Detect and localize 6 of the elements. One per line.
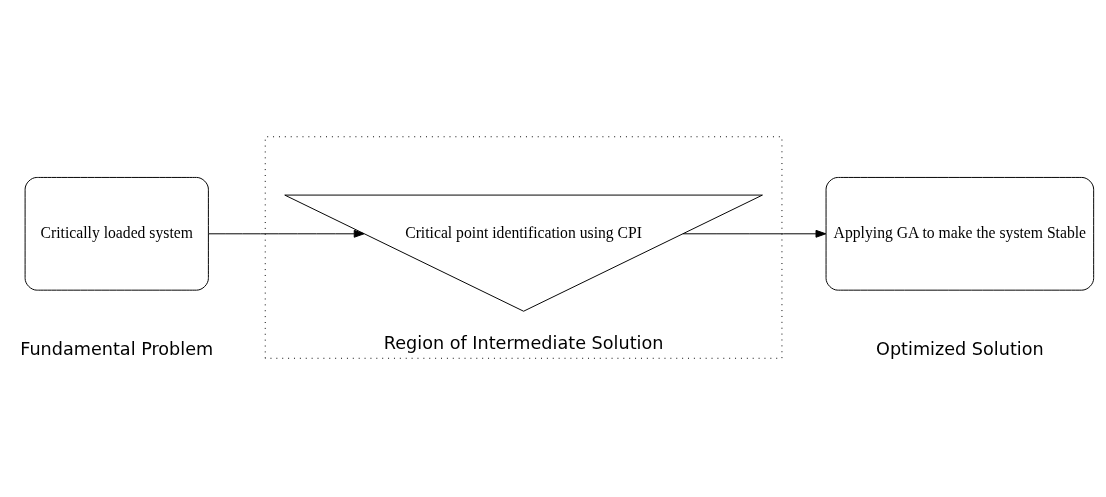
arrow — [208, 229, 365, 238]
label: Fundamental Problem — [20, 338, 214, 359]
node-box: Applying GA to make the system Stable — [825, 176, 1095, 291]
label: Optimized Solution — [876, 338, 1044, 359]
node-box: Critically loaded system — [24, 176, 209, 291]
arrow — [682, 229, 827, 238]
